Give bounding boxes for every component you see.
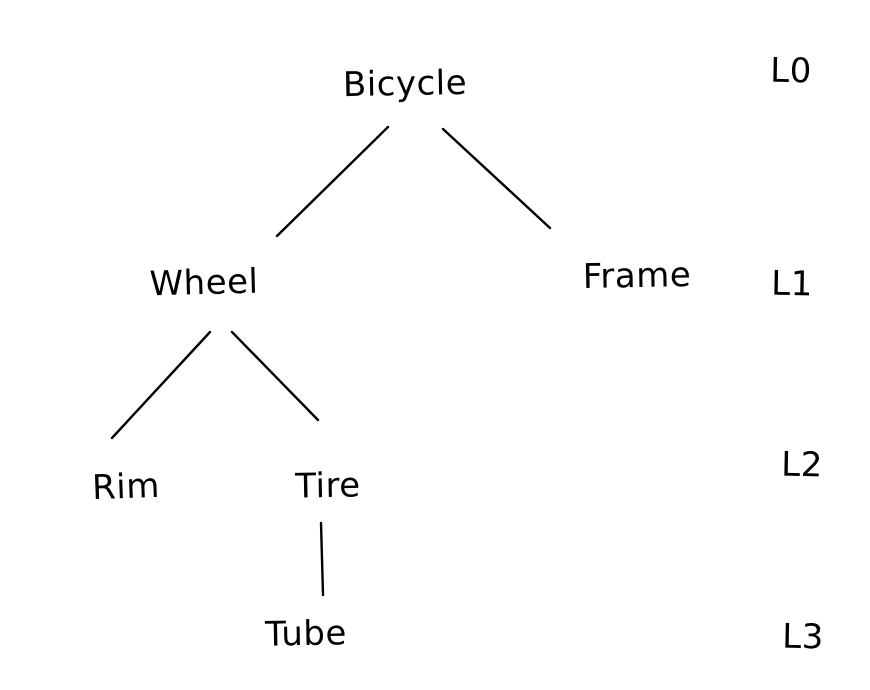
- edge-tire-tube: [319, 521, 325, 597]
- edge-bicycle-frame: [441, 127, 552, 230]
- level-label-l3: L3: [781, 616, 825, 658]
- node-tube: Tube: [264, 613, 348, 655]
- level-label-l0: L0: [769, 50, 813, 92]
- edge-wheel-rim: [110, 330, 212, 440]
- level-label-l2: L2: [780, 444, 824, 486]
- node-tire: Tire: [294, 465, 362, 507]
- edge-bicycle-wheel: [275, 125, 390, 238]
- node-bicycle: Bicycle: [342, 62, 468, 106]
- node-frame: Frame: [582, 255, 692, 297]
- level-label-l1: L1: [770, 263, 814, 305]
- node-wheel: Wheel: [149, 261, 259, 305]
- edge-wheel-tire: [230, 330, 320, 422]
- node-rim: Rim: [91, 465, 161, 509]
